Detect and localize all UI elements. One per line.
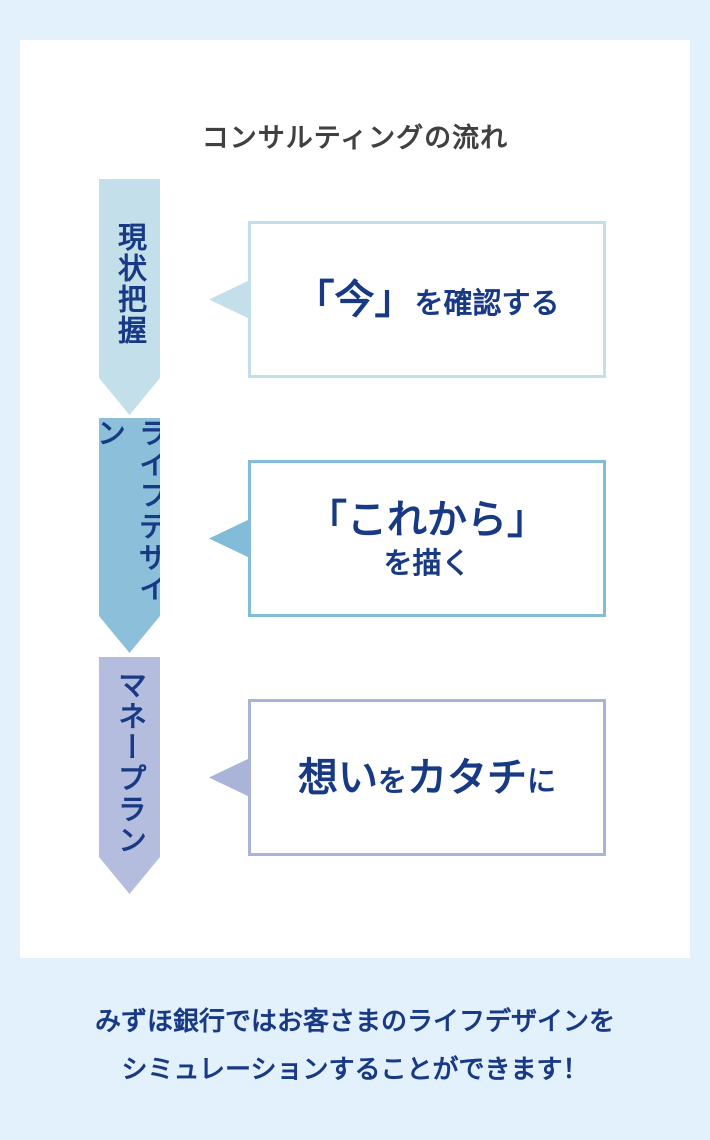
speech-bubble-shape-wishes: 想いをカタチに (209, 699, 606, 856)
page-title: コンサルティングの流れ (201, 123, 509, 153)
bubble-tail-icon (209, 518, 251, 559)
flow-arrow-label-life-design: ライフデザイン (92, 418, 167, 604)
footer-caption-line-2: シミュレーションすることができます！ (121, 1054, 589, 1084)
flow-arrow-label-money-plan: マネープラン (113, 669, 146, 856)
flow-arrow-life-design: ライフデザイン (99, 418, 160, 653)
bubble-text-confirm-now: 「今」を確認する (294, 277, 560, 322)
speech-bubble-confirm-now: 「今」を確認する (209, 221, 606, 378)
bubble-text-draw-future: 「これから」を描く (307, 497, 547, 580)
flow-arrow-label-current-status: 現状把握 (113, 222, 146, 346)
footer-caption: みずほ銀行ではお客さまのライフデザインを シミュレーションすることができます！ (0, 997, 710, 1093)
bubble-text-shape-wishes: 想いをカタチに (297, 755, 557, 800)
footer-caption-line-1: みずほ銀行ではお客さまのライフデザインを (94, 1006, 615, 1036)
speech-bubble-draw-future: 「これから」を描く (209, 460, 606, 617)
content-card: コンサルティングの流れ 現状把握 ライフデザイン マネープラン 「今」を確認する… (20, 40, 690, 958)
flow-arrow-money-plan: マネープラン (99, 657, 160, 894)
bubble-tail-icon (209, 279, 251, 320)
bubble-tail-icon (209, 757, 251, 798)
flow-arrow-current-status: 現状把握 (99, 179, 160, 415)
